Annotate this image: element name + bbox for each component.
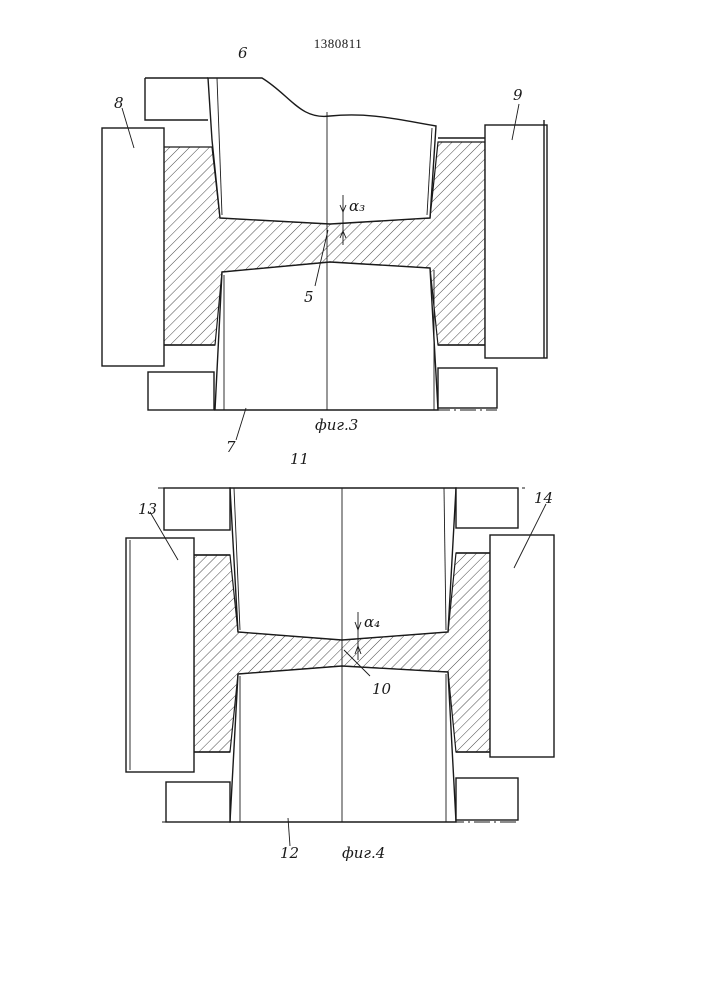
fig3-lower-die (215, 262, 438, 410)
fig3-label-right-container: 9 (513, 86, 523, 104)
fig4-caption: фиг.4 (342, 844, 385, 862)
fig4-label-left-container: 13 (138, 500, 157, 518)
figure-3: 6 8 9 α₃ 5 7 фиг.3 (102, 44, 547, 456)
fig4-label-upper-die: 11 (290, 450, 309, 468)
fig3-caption: фиг.3 (315, 416, 358, 434)
fig4-label-lower-die: 12 (280, 844, 299, 862)
fig3-label-upper-die: 6 (238, 44, 248, 62)
fig3-label-point: 5 (304, 288, 314, 306)
figure-4: 11 13 14 α₄ 10 12 фиг.4 (126, 450, 554, 862)
fig3-right-container (485, 125, 547, 358)
fig3-label-angle: α₃ (349, 197, 365, 215)
fig3-label-left-container: 8 (114, 94, 124, 112)
fig4-label-right-container: 14 (534, 489, 553, 507)
fig4-label-point: 10 (372, 680, 392, 698)
patent-number: 1380811 (314, 36, 363, 51)
fig4-right-container (490, 535, 554, 757)
fig4-upper-die (230, 488, 456, 640)
fig3-label-lower-die: 7 (226, 438, 236, 456)
fig4-left-container (126, 538, 194, 772)
fig3-left-container (102, 128, 164, 366)
fig3-upper-die (208, 78, 436, 224)
fig4-label-angle: α₄ (364, 613, 380, 631)
fig4-lower-die (230, 666, 456, 822)
